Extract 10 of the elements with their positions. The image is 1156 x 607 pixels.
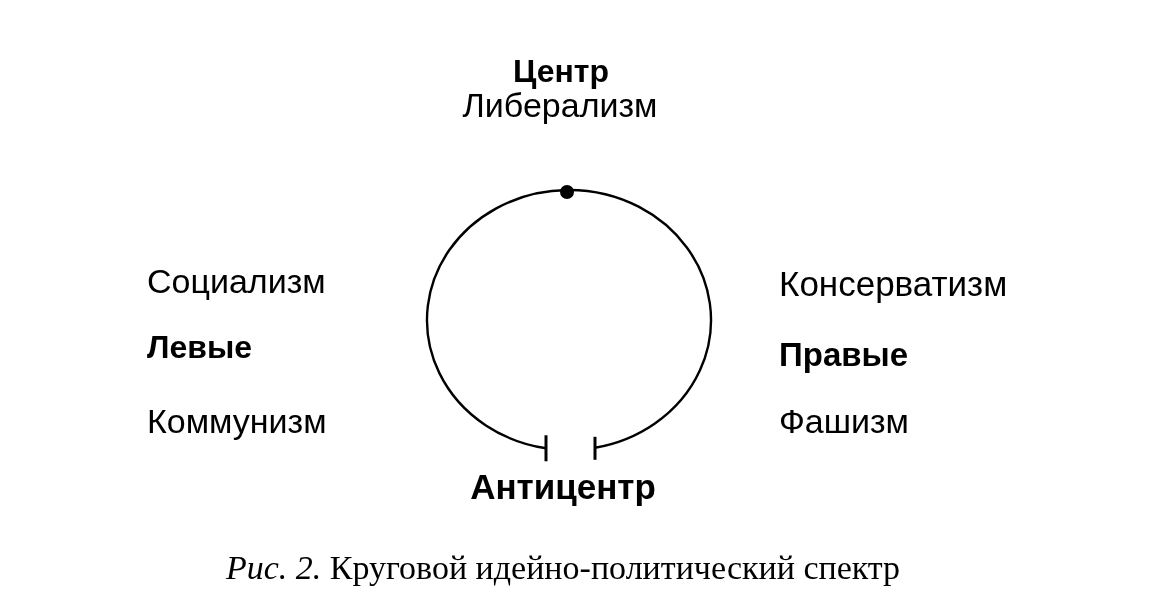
pole-label: Центр — [512, 55, 610, 87]
ideology-label: Либерализм — [462, 88, 658, 122]
ideology-label: Консерватизм — [779, 266, 1008, 301]
ideology-label: Фашизм — [779, 404, 909, 438]
ideology-label: Социализм — [147, 264, 326, 298]
figure-caption: Рис. 2. Круговой идейно-политический спектр — [225, 551, 901, 585]
pole-label: Антицентр — [470, 469, 656, 504]
ideology-label: Коммунизм — [147, 404, 327, 438]
pole-label: Левые — [147, 331, 253, 363]
pole-label: Правые — [779, 338, 909, 371]
